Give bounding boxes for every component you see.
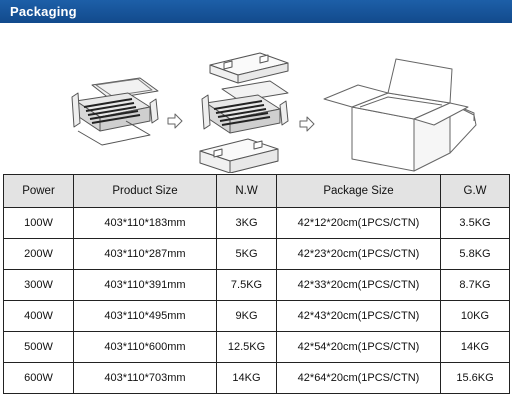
cell-gross-weight: 8.7KG xyxy=(440,269,510,301)
cell-package-size: 42*43*20cm(1PCS/CTN) xyxy=(276,300,441,332)
cell-product-size: 403*110*495mm xyxy=(73,300,217,332)
cell-power: 200W xyxy=(3,238,74,270)
cell-product-size: 403*110*391mm xyxy=(73,269,217,301)
cell-product-size: 403*110*183mm xyxy=(73,207,217,239)
table-header-row: Power Product Size N.W Package Size G.W xyxy=(3,174,510,208)
cell-power: 100W xyxy=(3,207,74,239)
table-row: 600W 403*110*703mm 14KG 42*64*20cm(1PCS/… xyxy=(3,362,510,394)
cell-power: 600W xyxy=(3,362,74,394)
cell-net-weight: 12.5KG xyxy=(216,331,277,363)
column-header-net-weight: N.W xyxy=(216,174,277,208)
table-row: 100W 403*110*183mm 3KG 42*12*20cm(1PCS/C… xyxy=(3,207,510,239)
cell-net-weight: 5KG xyxy=(216,238,277,270)
packaging-illustration xyxy=(0,23,512,173)
cell-net-weight: 14KG xyxy=(216,362,277,394)
arrow-right-icon xyxy=(167,113,183,129)
cell-gross-weight: 14KG xyxy=(440,331,510,363)
arrow-right-icon xyxy=(299,116,315,132)
table-row: 200W 403*110*287mm 5KG 42*23*20cm(1PCS/C… xyxy=(3,238,510,270)
cell-product-size: 403*110*703mm xyxy=(73,362,217,394)
cell-gross-weight: 5.8KG xyxy=(440,238,510,270)
cell-product-size: 403*110*287mm xyxy=(73,238,217,270)
open-carton-box-icon xyxy=(323,58,477,172)
table-row: 500W 403*110*600mm 12.5KG 42*54*20cm(1PC… xyxy=(3,331,510,363)
floodlight-fixture-icon xyxy=(71,77,159,146)
cell-package-size: 42*64*20cm(1PCS/CTN) xyxy=(276,362,441,394)
cell-package-size: 42*12*20cm(1PCS/CTN) xyxy=(276,207,441,239)
cell-package-size: 42*23*20cm(1PCS/CTN) xyxy=(276,238,441,270)
cell-package-size: 42*33*20cm(1PCS/CTN) xyxy=(276,269,441,301)
table-row: 300W 403*110*391mm 7.5KG 42*33*20cm(1PCS… xyxy=(3,269,510,301)
column-header-package-size: Package Size xyxy=(276,174,441,208)
cell-power: 500W xyxy=(3,331,74,363)
cell-package-size: 42*54*20cm(1PCS/CTN) xyxy=(276,331,441,363)
cell-gross-weight: 15.6KG xyxy=(440,362,510,394)
table-row: 400W 403*110*495mm 9KG 42*43*20cm(1PCS/C… xyxy=(3,300,510,332)
cell-gross-weight: 10KG xyxy=(440,300,510,332)
cell-power: 400W xyxy=(3,300,74,332)
cell-net-weight: 9KG xyxy=(216,300,277,332)
cell-gross-weight: 3.5KG xyxy=(440,207,510,239)
cell-net-weight: 7.5KG xyxy=(216,269,277,301)
column-header-power: Power xyxy=(3,174,74,208)
fixture-with-foam-inserts-icon xyxy=(199,52,289,173)
cell-power: 300W xyxy=(3,269,74,301)
section-title: Packaging xyxy=(10,4,77,19)
column-header-gross-weight: G.W xyxy=(440,174,510,208)
section-header: Packaging xyxy=(0,0,512,23)
packaging-spec-table: Power Product Size N.W Package Size G.W … xyxy=(3,174,510,394)
column-header-product-size: Product Size xyxy=(73,174,217,208)
cell-product-size: 403*110*600mm xyxy=(73,331,217,363)
cell-net-weight: 3KG xyxy=(216,207,277,239)
